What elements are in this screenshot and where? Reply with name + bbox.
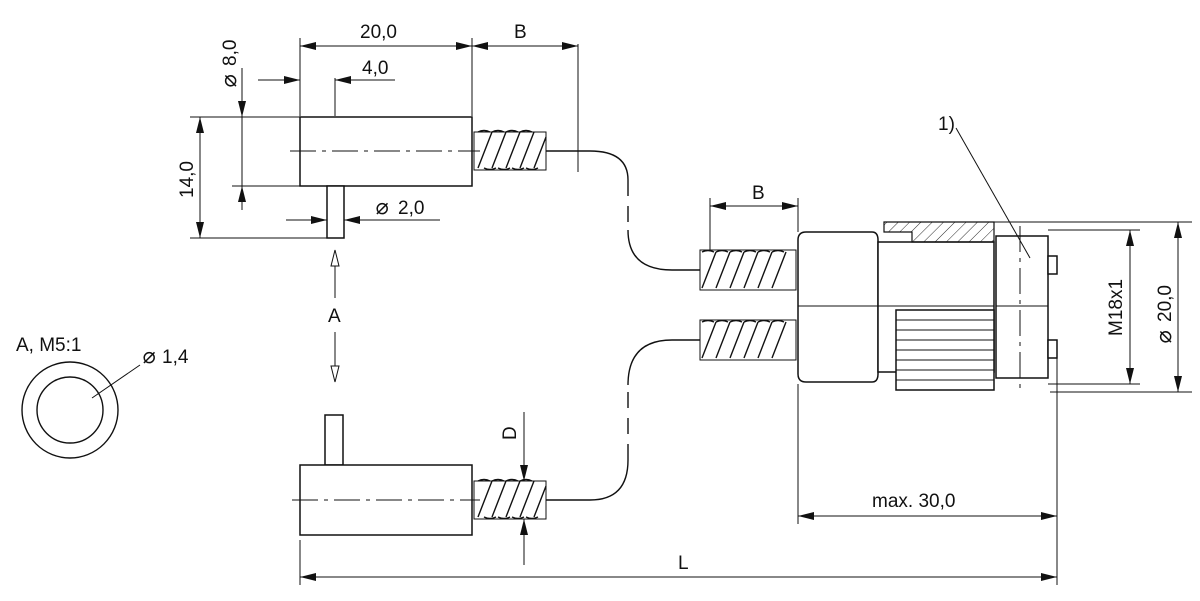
detail-diameter-label: 1,4 xyxy=(162,347,189,368)
connector-boot xyxy=(797,231,879,383)
detail-a: A, M5:1 ⌀ 1,4 xyxy=(16,335,189,459)
detail-outer-ring xyxy=(21,361,119,459)
dim-offset-4: 4,0 xyxy=(362,58,388,79)
dim-diameter-8-symbol: ⌀ xyxy=(217,74,242,88)
detail-label: A, M5:1 xyxy=(16,335,81,356)
dim-thread: M18x1 xyxy=(1106,279,1127,336)
bottom-cable xyxy=(546,339,700,501)
connector xyxy=(699,221,1192,393)
dim-pin-diameter-symbol: ⌀ xyxy=(375,195,389,220)
dim-overall-length: L xyxy=(678,553,689,574)
dim-pin-diameter: 2,0 xyxy=(398,198,424,219)
dim-connector-diameter: 20,0 xyxy=(1155,285,1176,322)
detail-inner-ring xyxy=(36,376,104,444)
dim-width-20: 20,0 xyxy=(360,22,397,43)
dim-connector-diameter-symbol: ⌀ xyxy=(1152,330,1177,344)
dim-b-top: B xyxy=(514,22,527,43)
bottom-sensor xyxy=(292,414,480,536)
top-cable-spring xyxy=(473,129,547,171)
dim-d: D xyxy=(500,426,521,440)
connector-section-hatch xyxy=(883,221,995,243)
top-sensor-pin xyxy=(326,185,345,239)
top-cable xyxy=(546,150,700,271)
dim-max-length: max. 30,0 xyxy=(872,491,955,512)
bottom-sensor-pin xyxy=(324,414,344,466)
dim-height-14: 14,0 xyxy=(177,161,198,198)
diameter-symbol: ⌀ xyxy=(142,344,156,369)
dimensions: 20,0 B 4,0 ⌀ 8,0 14,0 ⌀ 2,0 xyxy=(177,22,1182,585)
connector-upper-spring xyxy=(699,249,797,291)
top-sensor xyxy=(290,78,480,239)
bottom-cable-spring xyxy=(473,478,547,520)
view-a-label: A xyxy=(328,306,341,327)
dim-b-connector: B xyxy=(752,183,765,204)
connector-lower-spring xyxy=(699,319,797,361)
note-1: 1) xyxy=(938,114,955,135)
connector-knurl xyxy=(895,309,995,391)
connector-coupling xyxy=(995,235,1049,379)
dim-diameter-8: 8,0 xyxy=(220,40,241,66)
